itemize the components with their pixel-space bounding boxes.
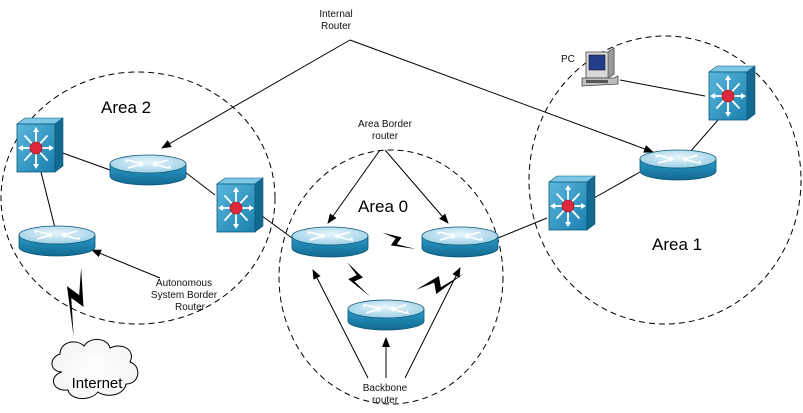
- abr-label-line2: router: [372, 131, 399, 142]
- area-2-label: Area 2: [101, 98, 151, 117]
- link-switch-a2-router-a2: [59, 151, 111, 171]
- multilayer-switch-icon[interactable]: [216, 177, 264, 233]
- arrow-internal-to-area1-router: [349, 39, 654, 153]
- pc-icon[interactable]: [581, 47, 619, 87]
- arrow-backbone-left: [312, 269, 369, 379]
- link-switch-abr-router-a0-left: [257, 212, 293, 239]
- router-icon[interactable]: [421, 226, 499, 258]
- internet-cloud-icon: Internet: [51, 339, 139, 399]
- asbr-label-line1: Autonomous: [156, 278, 212, 289]
- multilayer-switch-icon[interactable]: [548, 175, 596, 231]
- serial-link-lightning-icon: [382, 227, 416, 255]
- area-2-boundary: [0, 71, 276, 325]
- network-links: [39, 79, 719, 239]
- link-router-a1-switch-pc: [689, 119, 719, 153]
- serial-link-lightning-icon: [416, 256, 464, 307]
- link-switch-a2-asbr: [39, 167, 57, 233]
- link-router-a0-right-switch-a1: [497, 217, 548, 239]
- annotation-arrows: [91, 39, 654, 379]
- link-switch-a1-router-a1: [593, 171, 641, 199]
- area-0-boundary: [278, 149, 504, 405]
- asbr-label-line2: System Border: [151, 290, 218, 301]
- serial-link-lightning-icon: [339, 262, 379, 297]
- link-router-a2-switch-abr: [184, 171, 216, 196]
- abr-label-line1: Area Border: [358, 119, 413, 130]
- backbone-label-line2: router: [372, 395, 399, 406]
- backbone-label-line1: Backbone: [363, 383, 408, 394]
- area-1-label: Area 1: [652, 235, 702, 254]
- arrow-abr-right: [384, 149, 449, 224]
- internal-router-label-line2: Router: [321, 21, 352, 32]
- router-icon[interactable]: [347, 299, 425, 331]
- router-icon[interactable]: [109, 154, 187, 186]
- arrow-asbr: [91, 249, 161, 279]
- multilayer-switch-icon[interactable]: [708, 65, 756, 121]
- link-pc-switch: [619, 79, 706, 97]
- internet-label: Internet: [72, 375, 124, 392]
- arrow-backbone-right: [404, 267, 461, 379]
- router-icon[interactable]: [639, 149, 717, 181]
- serial-link-lightning-icon: [52, 267, 103, 338]
- router-icon[interactable]: [18, 225, 96, 257]
- arrow-internal-to-area2-router: [161, 39, 351, 149]
- arrow-abr-left: [327, 149, 381, 224]
- multilayer-switch-icon[interactable]: [16, 117, 64, 173]
- area-0-label: Area 0: [358, 197, 408, 216]
- internal-router-label-line1: Internal: [319, 9, 352, 20]
- asbr-label-line3: Router: [175, 302, 206, 313]
- router-icon[interactable]: [291, 226, 369, 258]
- area-1-boundary: [528, 35, 802, 325]
- pc-label: PC: [561, 54, 575, 65]
